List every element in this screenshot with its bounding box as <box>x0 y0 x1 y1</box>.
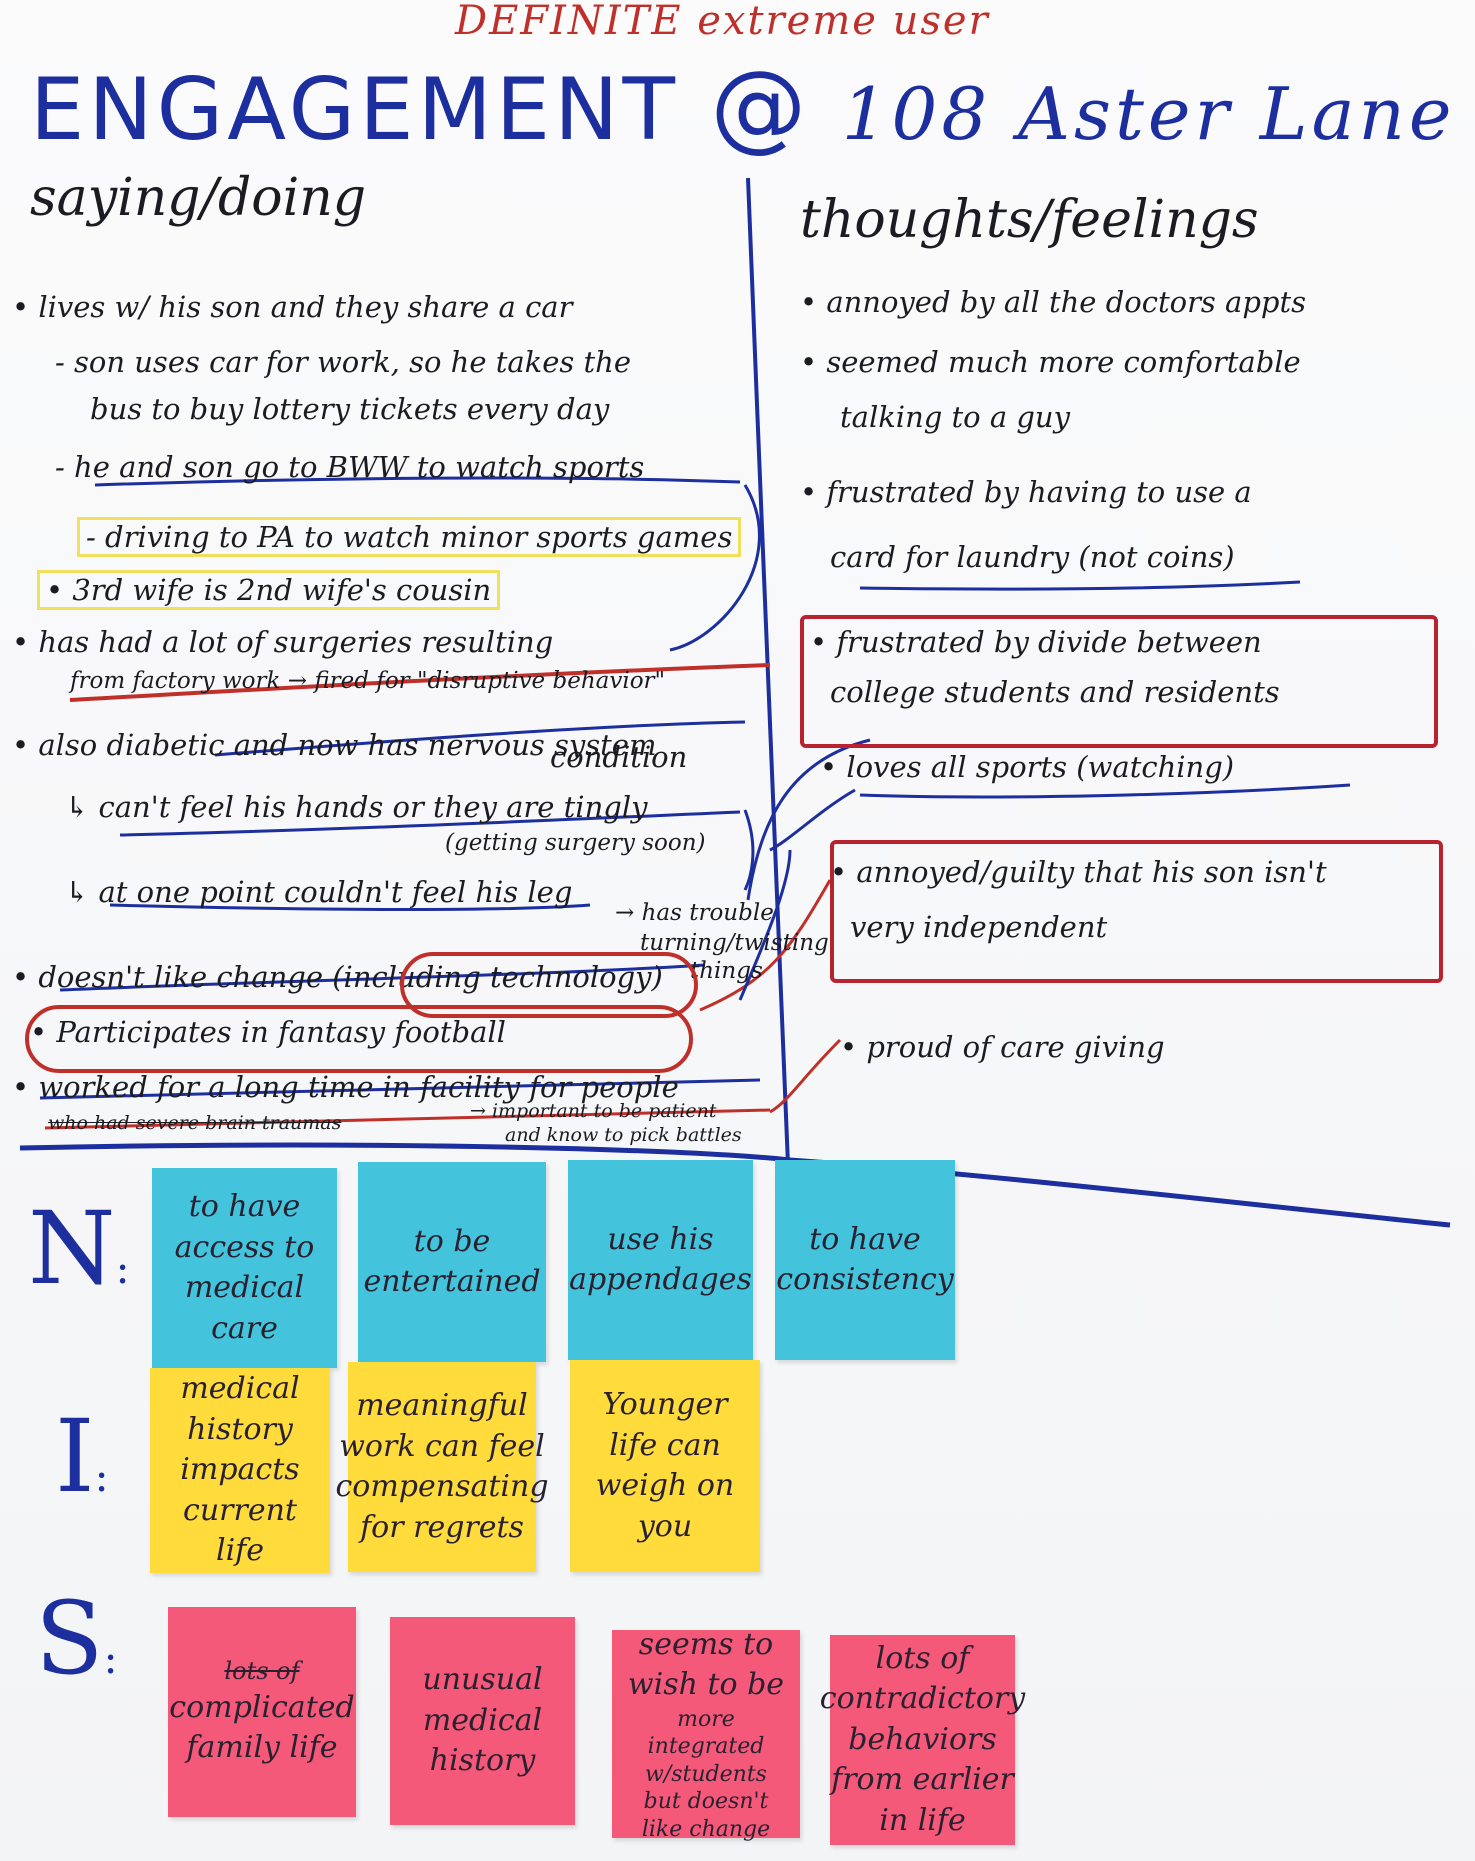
box-guilty <box>830 840 1443 983</box>
saying-doing-heading: saying/doing <box>30 168 366 228</box>
say-line-10: condition <box>550 740 688 774</box>
insights-letter: I <box>55 1398 95 1515</box>
supertitle: DEFINITE extreme user <box>455 0 990 44</box>
needs-row-label: N: <box>28 1190 130 1307</box>
think-line-11: • proud of care giving <box>840 1030 1165 1064</box>
surprise-note-3: seems to wish to be more integrated w/st… <box>612 1627 800 1842</box>
say-line-3: bus to buy lottery tickets every day <box>90 392 610 426</box>
need-note-3: use his appendages <box>568 1160 753 1360</box>
think-line-4: • frustrated by having to use a <box>800 475 1252 509</box>
say-line-16: things <box>690 958 763 984</box>
title-engagement: ENGAGEMENT <box>30 60 680 160</box>
think-line-5: card for laundry (not coins) <box>830 540 1235 574</box>
say-line-20: who had severe brain traumas <box>48 1112 342 1134</box>
insight-note-3: Younger life can weigh on you <box>570 1360 760 1572</box>
say-line-12: (getting surgery soon) <box>445 830 706 856</box>
oval-technology <box>400 952 698 1018</box>
surprise-note-1-strike: lots of <box>224 1657 300 1686</box>
say-line-18: • Participates in fantasy football <box>30 1015 506 1049</box>
insights-colon: : <box>94 1452 109 1501</box>
insights-row-label: I: <box>55 1398 109 1515</box>
say-line-13: ↳ at one point couldn't feel his leg <box>65 875 573 909</box>
surprise-note-4: lots of contradictory behaviors from ear… <box>820 1635 1025 1845</box>
surprise-note-3-text: seems to wish to be <box>627 1626 785 1703</box>
say-line-17: • doesn't like change (including technol… <box>12 960 663 994</box>
surprises-colon: : <box>103 1634 118 1683</box>
surprises-letter: S <box>35 1580 104 1697</box>
say-line-22: and know to pick battles <box>505 1124 742 1146</box>
think-line-7: college students and residents <box>830 675 1280 709</box>
say-line-11: ↳ can't feel his hands or they are tingl… <box>65 790 648 824</box>
need-note-4: to have consistency <box>775 1160 955 1360</box>
surprise-note-4-text: lots of contradictory behaviors from ear… <box>819 1640 1026 1838</box>
oval-fantasy-football <box>25 1005 693 1073</box>
surprise-note-1: lots of complicated family life <box>168 1607 356 1817</box>
think-line-1: • annoyed by all the doctors appts <box>800 285 1306 319</box>
think-line-9: • annoyed/guilty that his son isn't <box>830 855 1327 889</box>
say-line-21: → important to be patient <box>470 1100 717 1122</box>
vertical-divider-line <box>746 177 790 1166</box>
think-line-2: • seemed much more comfortable <box>800 345 1301 379</box>
needs-letter: N <box>28 1190 116 1307</box>
say-line-15: turning/twisting <box>640 930 829 956</box>
surprise-note-2: unusual medical history <box>390 1617 575 1825</box>
say-line-19: • worked for a long time in facility for… <box>12 1070 679 1104</box>
surprise-note-1-text: complicated family life <box>169 1689 355 1766</box>
say-line-6: • 3rd wife is 2nd wife's cousin <box>36 570 501 610</box>
say-line-4: - he and son go to BWW to watch sports <box>55 450 645 484</box>
surprises-row-label: S: <box>35 1580 118 1697</box>
insight-note-2: meaningful work can feel compensating fo… <box>335 1362 549 1572</box>
think-line-3: talking to a guy <box>840 400 1070 434</box>
say-line-1: • lives w/ his son and they share a car <box>12 290 573 324</box>
say-line-9: • also diabetic and now has nervous syst… <box>12 728 657 762</box>
at-sign: @ <box>710 50 811 162</box>
surprise-note-2-text: unusual medical history <box>422 1662 543 1779</box>
say-line-5: - driving to PA to watch minor sports ga… <box>76 517 742 557</box>
insight-note-1: medical history impacts current life <box>150 1368 330 1573</box>
think-line-8: • loves all sports (watching) <box>820 750 1235 784</box>
say-line-8: from factory work → fired for "disruptiv… <box>70 668 666 694</box>
say-line-14: → has trouble <box>615 900 774 926</box>
surprise-note-3-small: more integrated w/students but doesn't l… <box>641 1706 771 1842</box>
think-line-10: very independent <box>850 910 1108 944</box>
say-line-7: • has had a lot of surgeries resulting <box>12 625 554 659</box>
thoughts-feelings-heading: thoughts/feelings <box>800 190 1259 250</box>
think-line-6: • frustrated by divide between <box>810 625 1262 659</box>
page-title: ENGAGEMENT @ 108 Aster Lane <box>30 50 1456 162</box>
box-divide <box>800 615 1438 748</box>
needs-colon: : <box>115 1244 130 1293</box>
need-note-2: to be entertained <box>358 1162 546 1362</box>
need-note-1: to have access to medical care <box>152 1168 337 1368</box>
say-line-2: - son uses car for work, so he takes the <box>55 345 632 379</box>
title-location: 108 Aster Lane <box>841 72 1456 156</box>
